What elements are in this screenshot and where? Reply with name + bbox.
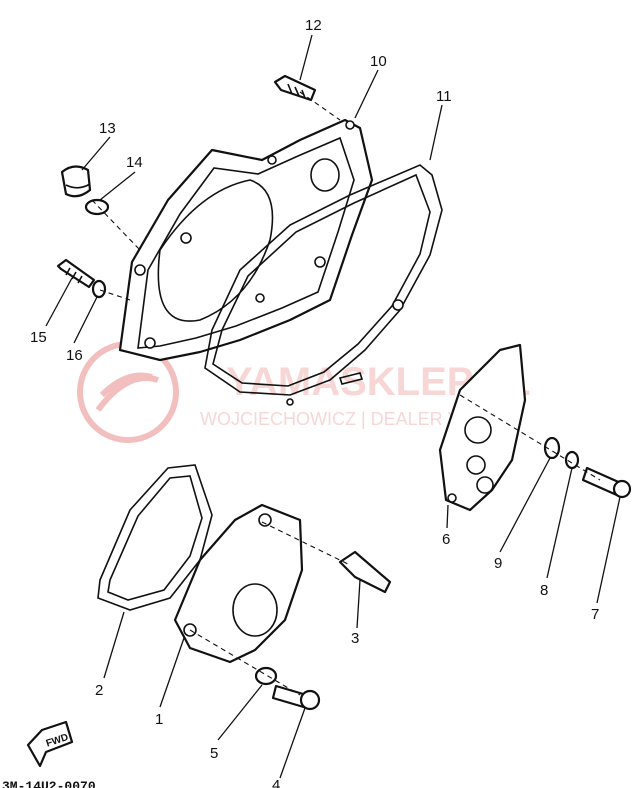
callout-16: 16: [66, 347, 83, 364]
o-ring-14: [84, 198, 110, 216]
callout-2: 2: [95, 682, 103, 699]
callout-1: 1: [155, 711, 163, 728]
assembly-line: [459, 394, 601, 481]
screw-15: [56, 258, 96, 289]
callout-13: 13: [99, 120, 116, 137]
callout-6: 6: [442, 531, 450, 548]
gasket-11: [204, 164, 443, 406]
callout-14: 14: [126, 154, 143, 171]
bolt-4: [271, 684, 321, 711]
watermark-tagline: WOJCIECHOWICZ | DEALER YAMAHA: [200, 409, 522, 429]
callout-10: 10: [370, 53, 387, 70]
bolt-7: [581, 466, 632, 499]
gasket-2: [97, 464, 213, 611]
callout-4: 4: [272, 777, 280, 788]
fwd-arrow-icon: FWD: [26, 720, 74, 768]
callout-15: 15: [30, 329, 47, 346]
assembly-line: [99, 289, 131, 301]
washer-16: [91, 279, 107, 299]
crankcase-cover-10: [118, 118, 374, 362]
reference-code: 3M-14U2-0070: [2, 779, 96, 788]
callout-5: 5: [210, 745, 218, 762]
callout-3: 3: [351, 630, 359, 647]
washer-5: [254, 666, 278, 686]
callout-11: 11: [436, 88, 452, 105]
callout-12: 12: [305, 17, 322, 34]
assembly-line: [189, 629, 301, 696]
plug-13: [60, 165, 92, 198]
leader-lines: [45, 34, 621, 779]
cover-6: [438, 343, 527, 512]
cover-1: [173, 503, 304, 664]
assembly-line: [299, 91, 341, 121]
assembly-line: [91, 199, 141, 251]
assembly-line: [261, 521, 351, 566]
bolt-12: [273, 74, 317, 102]
clamp-3: [338, 550, 392, 594]
callout-8: 8: [540, 582, 548, 599]
callout-7: 7: [591, 606, 599, 623]
callout-9: 9: [494, 555, 502, 572]
